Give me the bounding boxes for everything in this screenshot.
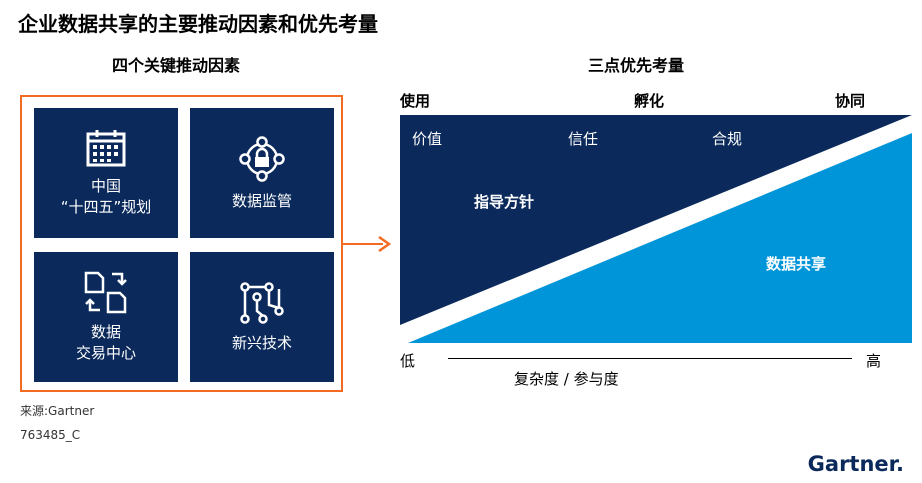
driver-label: 数据: [90, 323, 121, 341]
priority-triangles: [400, 115, 912, 343]
document-code: 763485_C: [20, 428, 81, 442]
driver-tile-exchange: 数据 交易中心: [34, 252, 178, 382]
logo-dot: .: [896, 452, 904, 476]
axis-low-label: 低: [400, 352, 416, 370]
circuit-icon: [240, 281, 284, 324]
source-note: 来源:Gartner: [20, 404, 95, 418]
stage-label-incubate: 孵化: [634, 92, 665, 110]
dark-label-trust: 信任: [568, 130, 599, 148]
left-section-heading: 四个关键推动因素: [112, 56, 241, 75]
complexity-axis: [448, 358, 852, 359]
axis-caption: 复杂度 / 参与度: [514, 370, 619, 388]
calendar-icon: [86, 130, 126, 167]
driver-tile-plan: 中国 “十四五”规划: [34, 108, 178, 238]
arrow-right-icon: [343, 235, 392, 253]
stage-label-collaborate: 协同: [835, 92, 866, 110]
page-title: 企业数据共享的主要推动因素和优先考量: [18, 12, 378, 36]
driver-tile-technology: 新兴技术: [190, 252, 334, 382]
guidance-triangle: [400, 115, 912, 325]
driver-label: 中国: [90, 177, 121, 195]
gartner-logo: Gartner.: [808, 452, 904, 476]
guidance-title: 指导方针: [474, 193, 535, 211]
logo-text: Gartner: [807, 452, 897, 476]
driver-label: 数据监管: [231, 191, 292, 210]
drivers-frame: 中国 “十四五”规划 数据监管 数据 交易中心: [20, 95, 343, 392]
driver-label: 交易中心: [75, 344, 136, 362]
axis-high-label: 高: [866, 352, 882, 370]
dark-label-compliance: 合规: [712, 130, 743, 148]
document-exchange-icon: [84, 271, 127, 314]
driver-label: 新兴技术: [231, 333, 292, 352]
stage-label-use: 使用: [400, 92, 431, 110]
right-section-heading: 三点优先考量: [588, 56, 685, 75]
lock-network-icon: [239, 135, 285, 182]
driver-label: “十四五”规划: [60, 198, 152, 216]
sharing-triangle: [408, 133, 912, 343]
dark-label-value: 价值: [412, 130, 443, 148]
driver-tile-regulation: 数据监管: [190, 108, 334, 238]
sharing-title: 数据共享: [766, 255, 827, 273]
